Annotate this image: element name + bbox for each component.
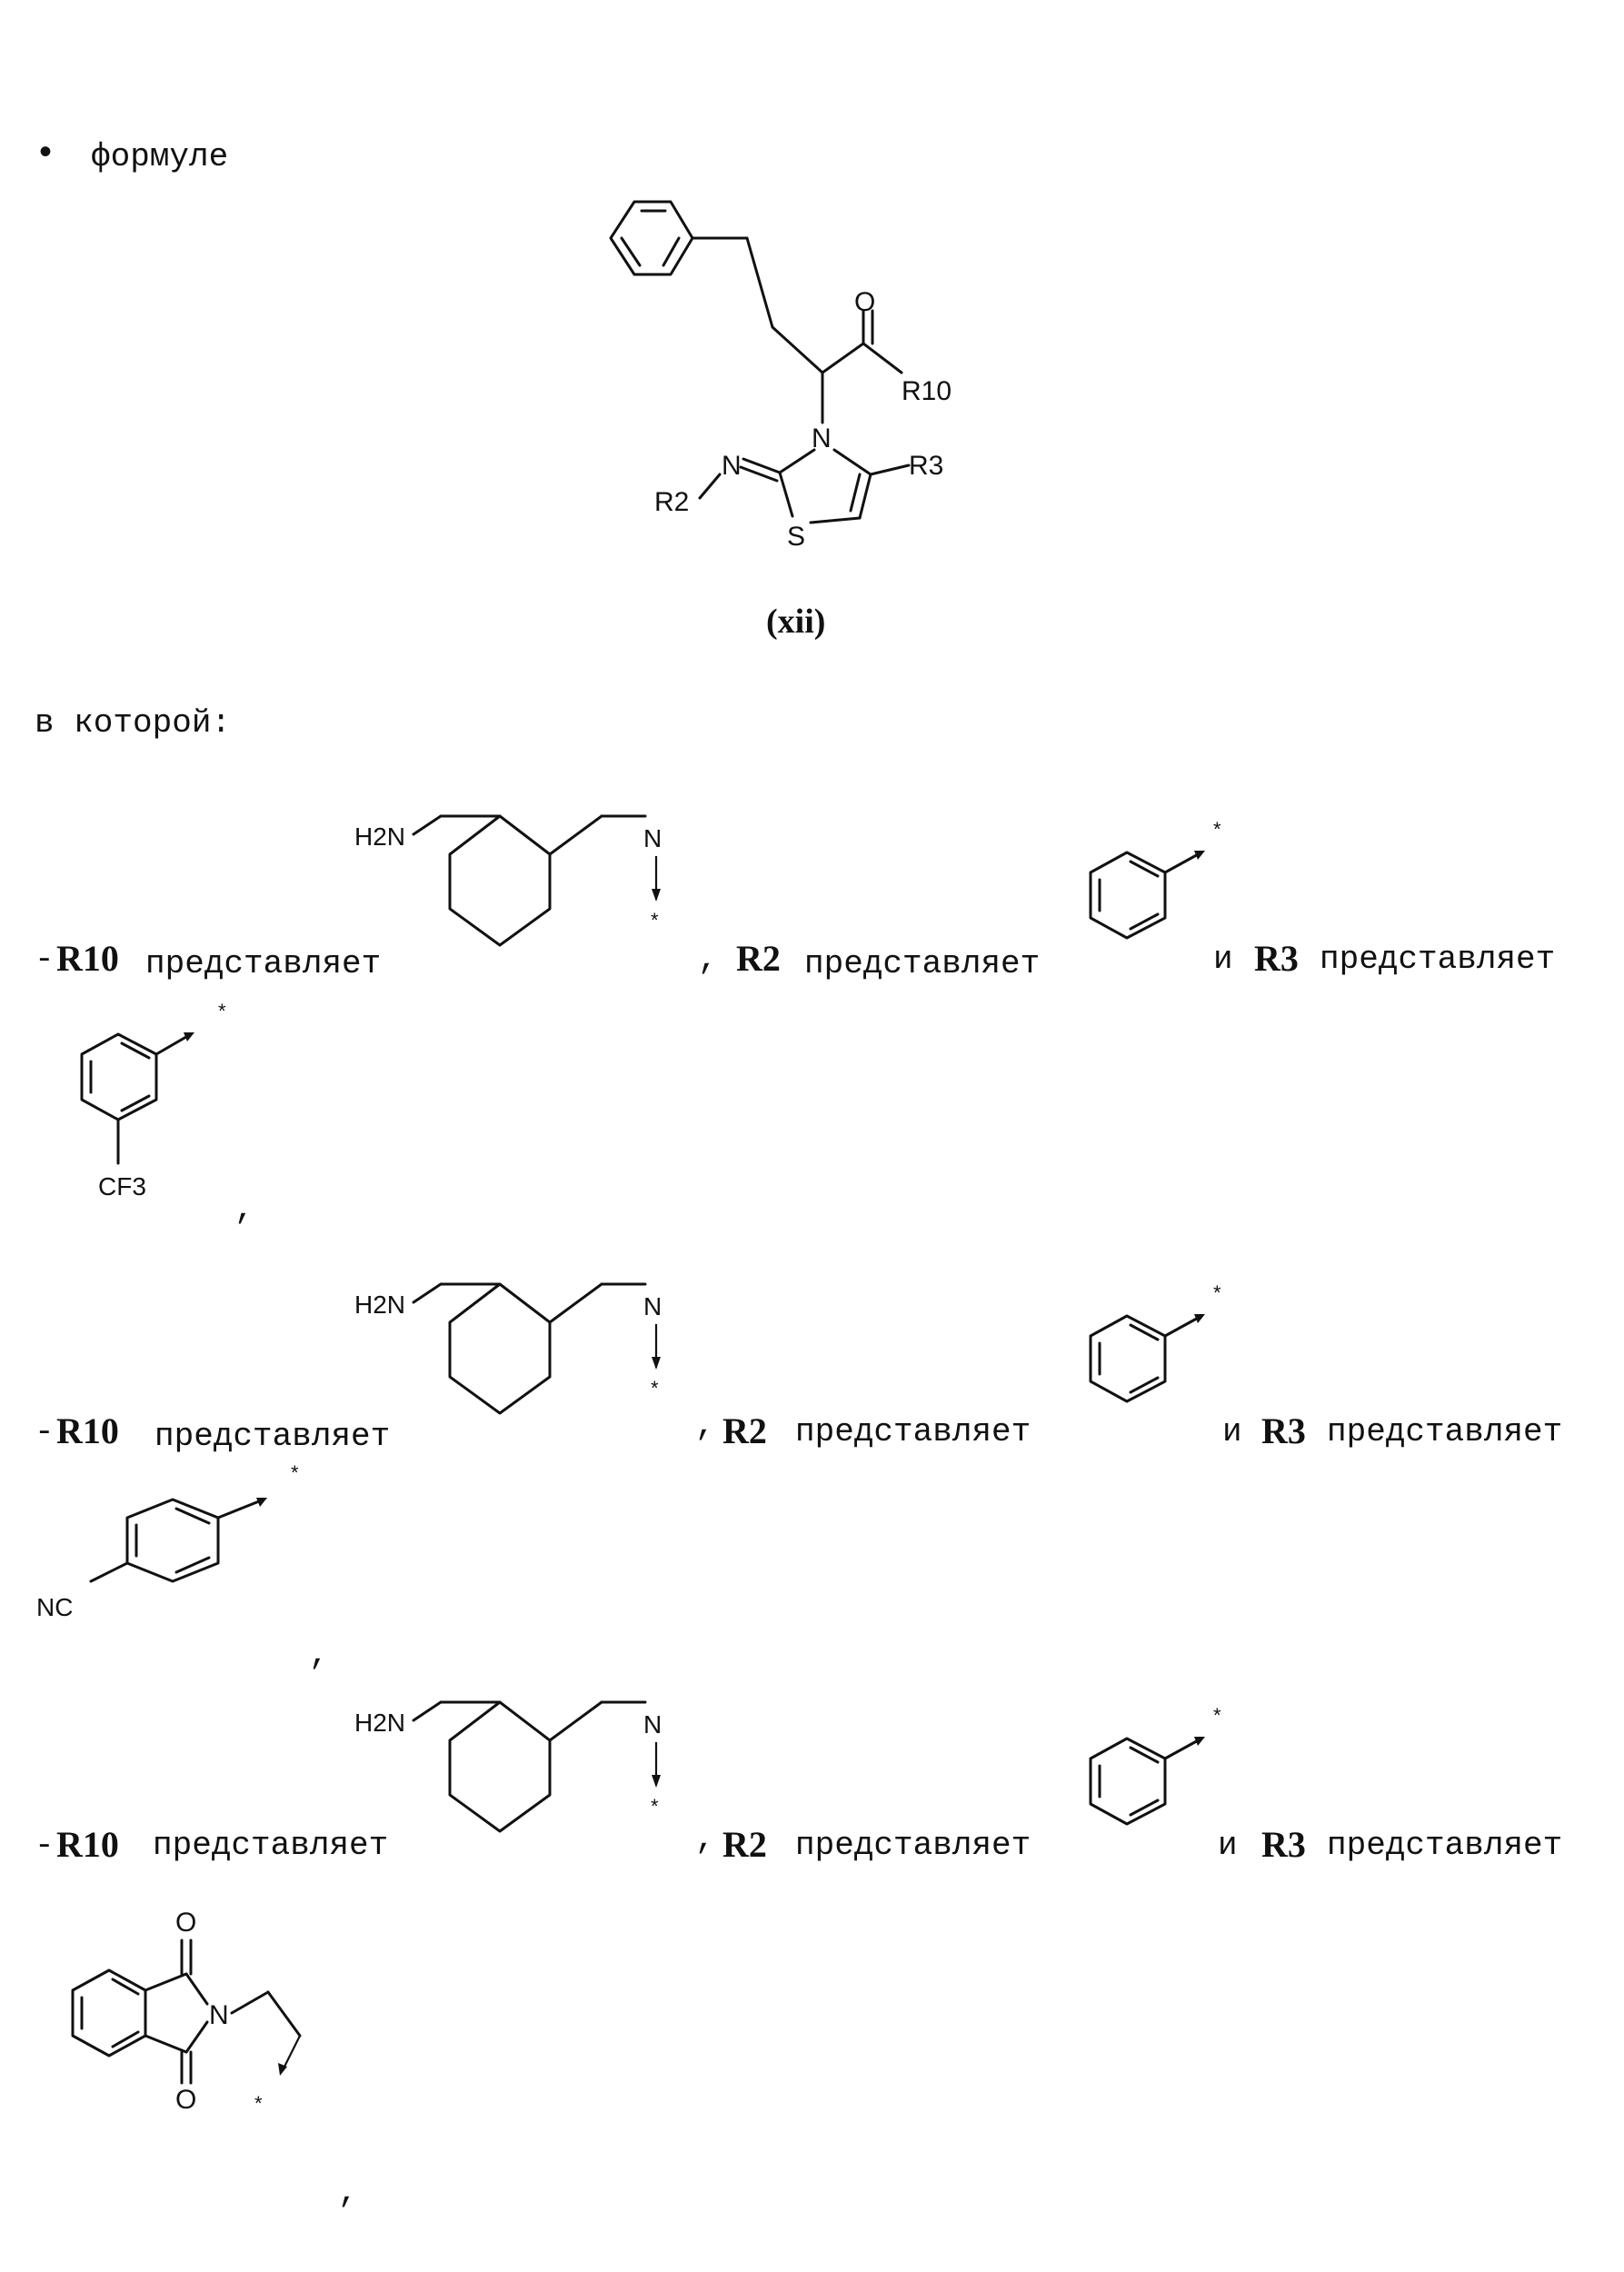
svg-text:*: *: [1213, 1704, 1221, 1727]
svg-text:*: *: [291, 1461, 299, 1484]
row3-atom-o-top: O: [175, 1908, 196, 1938]
main-atom-r10: R10: [902, 376, 951, 406]
svg-text:H2N: H2N: [354, 1290, 405, 1319]
row1-comma-1: ,: [698, 941, 718, 978]
main-atom-ring-n: N: [812, 424, 832, 453]
row1-represents-1: представляет: [145, 945, 381, 982]
main-atom-oxygen: O: [854, 287, 875, 317]
row3-comma-1: ,: [695, 1820, 715, 1858]
svg-text:H2N: H2N: [354, 1709, 405, 1737]
row1-r2-phenyl: *: [1091, 827, 1272, 972]
row3-and: и: [1218, 1827, 1238, 1864]
row2-r3-label: R3: [1261, 1410, 1306, 1452]
svg-text:N: N: [643, 1292, 662, 1320]
row3-r3-label: R3: [1261, 1823, 1306, 1866]
row1-and: и: [1213, 941, 1233, 978]
row3-dash: -: [35, 1827, 55, 1864]
svg-text:CF3: CF3: [98, 1172, 146, 1201]
row1-represents-3: представляет: [1320, 941, 1555, 978]
row1-represents-2: представляет: [804, 945, 1040, 982]
row2-represents-2: представляет: [795, 1413, 1031, 1450]
row1-r2-label: R2: [736, 937, 781, 980]
row2-comma-1: ,: [695, 1407, 715, 1444]
svg-text:*: *: [1213, 1281, 1221, 1304]
svg-text:*: *: [651, 1377, 659, 1400]
main-atom-r3: R3: [909, 451, 943, 481]
main-atom-r2: R2: [654, 487, 689, 517]
row2-r3-structure: * NC: [36, 1463, 327, 1663]
row3-represents-1: представляет: [153, 1827, 388, 1864]
main-atom-imine-n: N: [722, 451, 742, 481]
row2-r10-structure: H2N N *: [345, 1268, 727, 1459]
row2-dash: -: [35, 1413, 55, 1450]
main-atom-sulfur: S: [787, 522, 805, 552]
row2-and: и: [1222, 1413, 1242, 1450]
row3-represents-3: представляет: [1327, 1827, 1562, 1864]
row3-atom-o-bottom: O: [175, 2085, 196, 2115]
row1-r3-label: R3: [1254, 937, 1299, 980]
main-formula-structure: O R10 N R3 N R2 S: [0, 0, 1624, 691]
svg-text:N: N: [643, 1710, 662, 1739]
which-text: в которой:: [35, 704, 231, 742]
row3-r2-label: R2: [722, 1823, 767, 1866]
svg-text:*: *: [1213, 818, 1221, 841]
row3-r10-label: R10: [56, 1823, 119, 1866]
svg-text:*: *: [651, 909, 659, 932]
row2-r10-label: R10: [56, 1410, 119, 1452]
row3-represents-2: представляет: [795, 1827, 1031, 1864]
row2-trailing-comma: ,: [309, 1636, 329, 1673]
svg-text:H2N: H2N: [354, 822, 405, 851]
row2-represents-3: представляет: [1327, 1413, 1562, 1450]
svg-text:*: *: [651, 1795, 659, 1818]
row3-atom-n: N: [209, 2000, 229, 2030]
svg-text:*: *: [218, 1000, 226, 1022]
row1-r10-label: R10: [56, 937, 119, 980]
row3-trailing-comma: ,: [338, 2174, 358, 2211]
row2-r2-phenyl: *: [1091, 1290, 1272, 1436]
svg-text:*: *: [254, 2092, 263, 2115]
row3-r3-structure: O N O *: [36, 1890, 382, 2163]
svg-text:NC: NC: [36, 1593, 73, 1621]
row3-r2-phenyl: *: [1091, 1713, 1272, 1858]
row2-represents-1: представляет: [154, 1418, 390, 1455]
row1-r3-structure: * CF3: [36, 991, 309, 1227]
row2-r2-label: R2: [722, 1410, 767, 1452]
formula-label: (xii): [766, 602, 825, 642]
row3-r10-structure: H2N N *: [345, 1686, 727, 1877]
svg-text:N: N: [643, 824, 662, 852]
row1-trailing-comma: ,: [234, 1191, 254, 1228]
row1-r10-structure: H2N N *: [345, 800, 727, 991]
row1-dash: -: [35, 941, 55, 978]
